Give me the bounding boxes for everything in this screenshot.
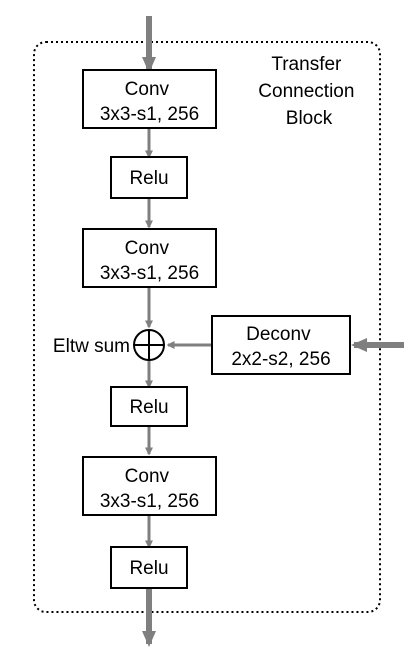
conv-block-2: Conv 3x3-s1, 256 [82, 228, 217, 288]
conv-2-label: Conv [125, 238, 170, 259]
relu-3-label: Relu [129, 558, 168, 579]
relu-block-2: Relu [110, 386, 188, 427]
relu-block-1: Relu [110, 156, 188, 199]
deconv-block: Deconv 2x2-s2, 256 [211, 315, 351, 375]
relu-block-3: Relu [110, 546, 188, 589]
block-title-line-2: Connection [258, 81, 354, 102]
svg-text:Conv 3x3-s1, 256: Conv 3x3-s1, 256 [100, 238, 199, 284]
conv-block-3: Conv 3x3-s1, 256 [82, 456, 217, 516]
svg-text:Conv 3x3-s1, 256: Conv 3x3-s1, 256 [100, 79, 199, 125]
conv-1-label: Conv [125, 79, 170, 100]
eltw-sum-node [133, 329, 165, 361]
svg-text:Conv 3x3-s1, 256: Conv 3x3-s1, 256 [100, 466, 199, 512]
deconv-label: Deconv [246, 324, 311, 345]
conv-2-params: 3x3-s1, 256 [100, 263, 199, 284]
transfer-connection-block-outline [33, 41, 381, 613]
relu-2-label: Relu [129, 397, 168, 418]
relu-1-label: Relu [129, 168, 168, 189]
deconv-params: 2x2-s2, 256 [231, 349, 330, 370]
block-title-line-3: Block [286, 108, 333, 129]
conv-3-label: Conv [125, 466, 170, 487]
block-title: Transfer Connection Block [258, 54, 359, 129]
conv-3-params: 3x3-s1, 256 [100, 491, 199, 512]
svg-text:Deconv 2x2-s2, 256: Deconv 2x2-s2, 256 [231, 324, 330, 370]
conv-block-1: Conv 3x3-s1, 256 [82, 69, 217, 129]
eltw-sum-label: Eltw sum [53, 336, 130, 357]
block-title-line-1: Transfer [271, 54, 342, 75]
conv-1-params: 3x3-s1, 256 [100, 104, 199, 125]
